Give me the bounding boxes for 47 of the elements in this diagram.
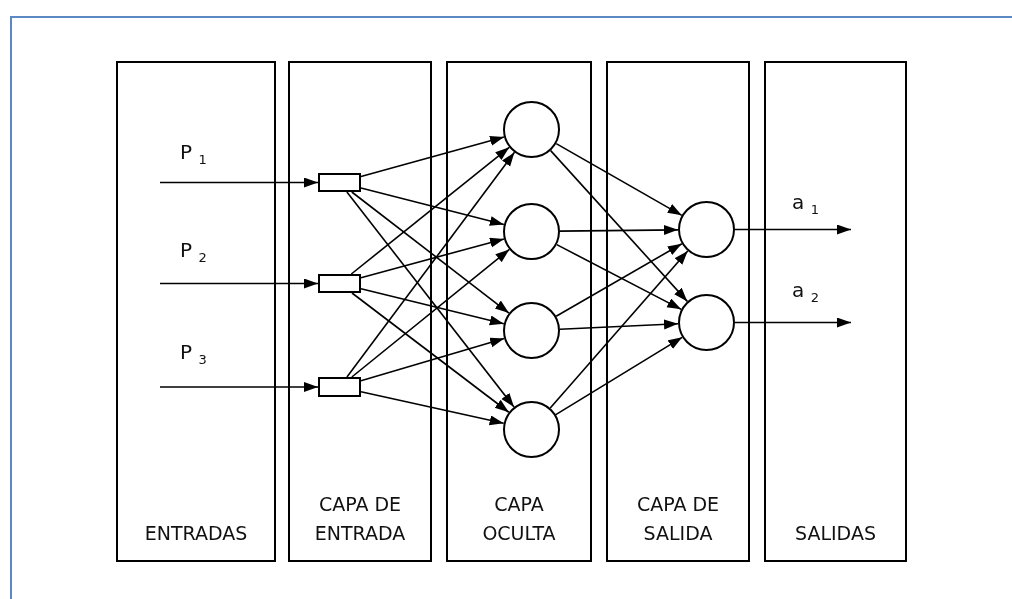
neuron-circle — [678, 201, 735, 258]
edge-label: a $_{2}$ — [792, 278, 819, 305]
edge-label: P $_{1}$ — [180, 140, 207, 167]
arrow — [350, 146, 511, 275]
neuron-circle — [678, 294, 735, 351]
layer-title: SALIDAS — [795, 521, 876, 546]
input-box — [318, 274, 361, 293]
arrow — [360, 337, 505, 382]
edge-label: P $_{2}$ — [180, 238, 207, 265]
arrow — [734, 317, 852, 328]
arrow — [555, 142, 683, 217]
layer-column — [764, 61, 907, 562]
arrow — [559, 319, 679, 330]
neuron-circle — [503, 302, 560, 359]
input-box — [318, 173, 361, 192]
layer-column — [288, 61, 432, 562]
arrow — [159, 382, 319, 392]
neuron-circle — [503, 203, 560, 260]
layer-title: CAPA DE ENTRADA — [313, 492, 407, 546]
neuron-circle — [503, 401, 560, 458]
arrow — [549, 250, 689, 409]
arrow — [555, 336, 683, 416]
arrow — [734, 224, 852, 235]
layer-title: CAPA DE SALIDA — [635, 492, 721, 546]
arrow — [360, 136, 505, 178]
arrow — [559, 225, 679, 235]
edge-label: P $_{3}$ — [180, 340, 207, 367]
layer-column — [116, 61, 276, 562]
arrow — [351, 191, 510, 314]
arrow — [159, 177, 319, 188]
arrow — [346, 191, 515, 408]
arrow — [346, 151, 516, 378]
layer-title: ENTRADAS — [144, 521, 248, 546]
arrow — [360, 287, 505, 326]
arrow — [351, 292, 510, 414]
layer-column — [606, 61, 750, 562]
arrow — [351, 248, 511, 378]
arrow — [360, 237, 505, 279]
edge-label: a $_{1}$ — [792, 190, 819, 217]
input-box — [318, 377, 361, 397]
layer-title: CAPA OCULTA — [481, 492, 557, 546]
layer-column — [446, 61, 592, 562]
arrow — [360, 390, 505, 426]
arrow — [360, 187, 505, 226]
neuron-circle — [503, 101, 560, 158]
arrow — [549, 149, 689, 303]
arrow — [159, 278, 319, 289]
